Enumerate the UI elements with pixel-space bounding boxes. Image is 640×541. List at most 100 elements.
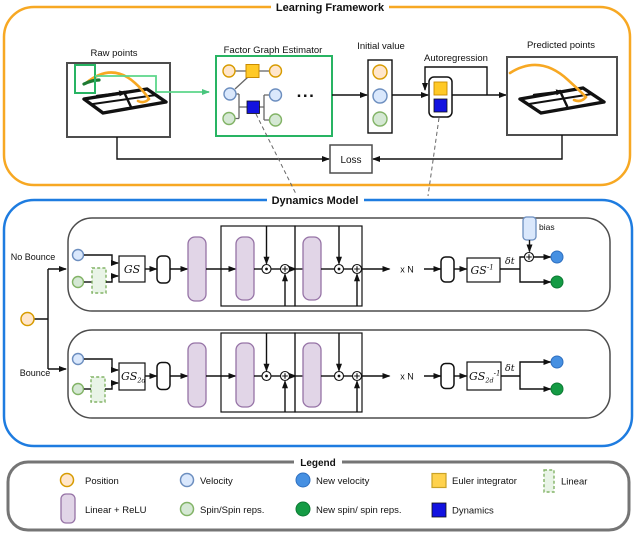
euler-integrator-node: [433, 81, 448, 96]
new-spin-node: [550, 275, 564, 289]
gs2d-inverse-block: [466, 361, 502, 391]
legend-item-position: Position: [59, 472, 119, 488]
position-node: [268, 64, 283, 78]
new-spin-node: [550, 382, 564, 396]
legend-item-linear-relu: Linear + ReLU: [60, 493, 147, 524]
no-bounce-branch: GS: [67, 216, 611, 312]
dynamics-node: [433, 98, 448, 113]
legend-item-dynamics: Dynamics: [431, 502, 494, 518]
dynamics-model-section: Dynamics Model No Bounce Bounce GS: [2, 193, 634, 448]
position-node: [372, 64, 388, 80]
legend-border: [6, 460, 631, 532]
factor-graph-estimator: Factor Graph Estimator ...: [215, 45, 333, 137]
predicted-points-label: Predicted points: [527, 40, 595, 51]
table-midline: [92, 94, 157, 105]
linear-relu-block: [302, 342, 322, 408]
spin-node: [71, 382, 85, 396]
dynamics-icon: [431, 502, 447, 518]
dynamics-node: [246, 100, 260, 114]
legend-item-new-velocity: New velocity: [295, 472, 370, 488]
velocity-in-arrow: [84, 358, 119, 373]
raw-points-panel: Raw points: [66, 48, 171, 138]
no-bounce-label: No Bounce: [11, 252, 56, 262]
legend-label: Dynamics: [452, 506, 494, 517]
add-op-icon: [351, 370, 363, 382]
state-pill: [440, 362, 455, 390]
add-op-icon: [351, 263, 363, 275]
zoom-highlight-box: [74, 64, 96, 94]
spin-in-arrow: [106, 273, 119, 283]
add-op-icon: [279, 263, 291, 275]
new-velocity-node: [550, 250, 564, 264]
velocity-node: [71, 352, 85, 366]
linear-relu-block: [235, 236, 255, 301]
dynamics-factor-reference-line: [255, 113, 299, 199]
hadamard-op-icon: [261, 263, 272, 275]
table-midline: [528, 93, 593, 105]
repeat-n-label: x N: [400, 265, 414, 275]
spin-node: [372, 111, 388, 127]
state-pill: [156, 361, 171, 391]
new-velocity-icon: [295, 472, 311, 488]
fg-edge: [234, 76, 249, 90]
bounce-label: Bounce: [20, 368, 51, 378]
factor-graph-edges: [234, 70, 270, 121]
legend-item-euler-integrator: Euler integrator: [431, 472, 517, 489]
dynamics-model-title: Dynamics Model: [272, 195, 359, 207]
spin-node: [268, 113, 283, 127]
legend-title: Legend: [300, 458, 336, 469]
position-node: [222, 64, 236, 78]
learning-framework-title-bg: [271, 0, 389, 14]
velocity-in-arrow: [84, 254, 119, 266]
add-op-icon: [279, 370, 291, 382]
dynamics-model-title-bg: [267, 193, 364, 207]
legend-label: New spin/ spin reps.: [316, 505, 402, 516]
delta-t-label: δt: [505, 256, 515, 267]
spin-node: [222, 111, 236, 126]
table-direction-arrow: [532, 89, 565, 97]
gs2d-label: GS2d: [121, 370, 146, 385]
autoregression-block: Autoregression: [422, 53, 488, 118]
ar-unit-reference-line: [427, 117, 440, 197]
predicted-table-sketch: [508, 63, 606, 115]
autoregression-label: Autoregression: [424, 53, 488, 64]
gs-label: GS: [124, 263, 141, 276]
legend-label: Spin/Spin reps.: [200, 505, 264, 516]
euler-integrator-node: [245, 64, 260, 78]
hadamard-op-icon: [333, 370, 345, 382]
legend-label: Position: [85, 476, 119, 487]
legend-label: Euler integrator: [452, 476, 517, 487]
gated-block-frame: [294, 332, 363, 413]
flow-arrow: [519, 269, 552, 285]
euler-integrator-icon: [431, 472, 447, 489]
dynamics-input: No Bounce Bounce: [11, 252, 67, 378]
fg-edge: [235, 93, 247, 120]
legend-item-new-spin: New spin/ spin reps.: [295, 501, 402, 517]
loss-label: Loss: [340, 155, 361, 166]
flow-arrow: [519, 376, 552, 392]
linear-relu-block: [302, 236, 322, 301]
hadamard-op-icon: [333, 263, 345, 275]
table-direction-arrow: [95, 90, 128, 98]
legend-label: Velocity: [200, 476, 233, 487]
position-node: [20, 311, 35, 327]
delta-t-label: δt: [505, 363, 515, 374]
hadamard-op-icon: [261, 370, 272, 382]
spin-icon: [179, 501, 195, 517]
gs-inverse-label: GS-1: [471, 264, 494, 278]
new-velocity-node: [550, 355, 564, 369]
velocity-node: [223, 87, 237, 101]
flow-arrow: [519, 359, 552, 376]
trajectory-arc: [84, 71, 151, 101]
gs2d-inverse-label: GS2d-1: [469, 370, 500, 385]
autoregression-loop-arrow: [422, 66, 488, 95]
spin-node: [71, 275, 85, 289]
add-op-icon: [523, 251, 535, 263]
loss-frame: [329, 144, 373, 174]
factor-graph-label: Factor Graph Estimator: [224, 45, 323, 56]
new-spin-icon: [295, 501, 311, 517]
linear-relu-block: [187, 342, 207, 408]
linear-relu-icon: [60, 493, 76, 524]
